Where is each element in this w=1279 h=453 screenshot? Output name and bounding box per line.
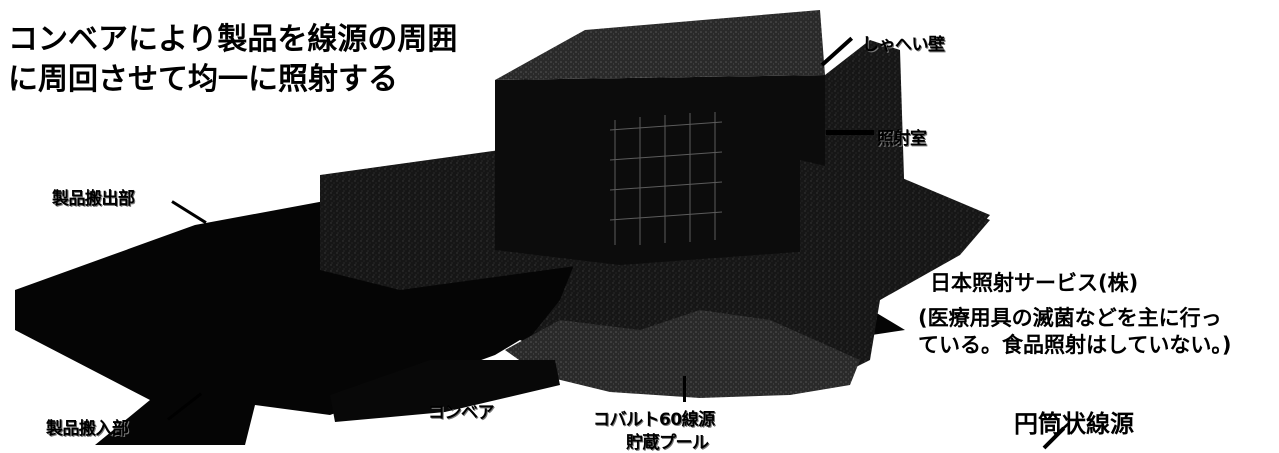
company-name: 日本照射サービス(株) (930, 271, 1139, 295)
company-note-line-1: (医療用具の滅菌などを主に行っ (918, 306, 1222, 330)
shielding-wall-top (495, 10, 825, 80)
label-cylindrical-source: 円筒状線源 (1014, 410, 1134, 438)
caption-line-2: に周回させて均一に照射する (8, 62, 398, 97)
company-note-line-2: ている。食品照射はしていない。) (918, 333, 1232, 357)
conveyor-platform (330, 360, 560, 422)
side-wing (800, 160, 990, 300)
label-shield-wall: しゃへい壁 (862, 35, 945, 55)
label-irradiation-room: 照射室 (877, 129, 927, 149)
caption-line-1: コンベアにより製品を線源の周囲 (8, 22, 458, 57)
storage-pool-basin (505, 310, 860, 398)
irradiation-building-front (495, 75, 825, 265)
pointer-irradiation-room (826, 130, 874, 135)
label-product-exit: 製品搬出部 (52, 189, 135, 209)
label-cobalt-pool-line1: コバルト60線源 (593, 410, 715, 430)
label-conveyor: コンベア (428, 403, 495, 423)
product-rack-grid (609, 112, 723, 245)
label-product-entry: 製品搬入部 (46, 419, 129, 439)
pointer-cobalt-pool (683, 376, 686, 402)
label-cobalt-pool-line2: 貯蔵プール (626, 433, 709, 453)
